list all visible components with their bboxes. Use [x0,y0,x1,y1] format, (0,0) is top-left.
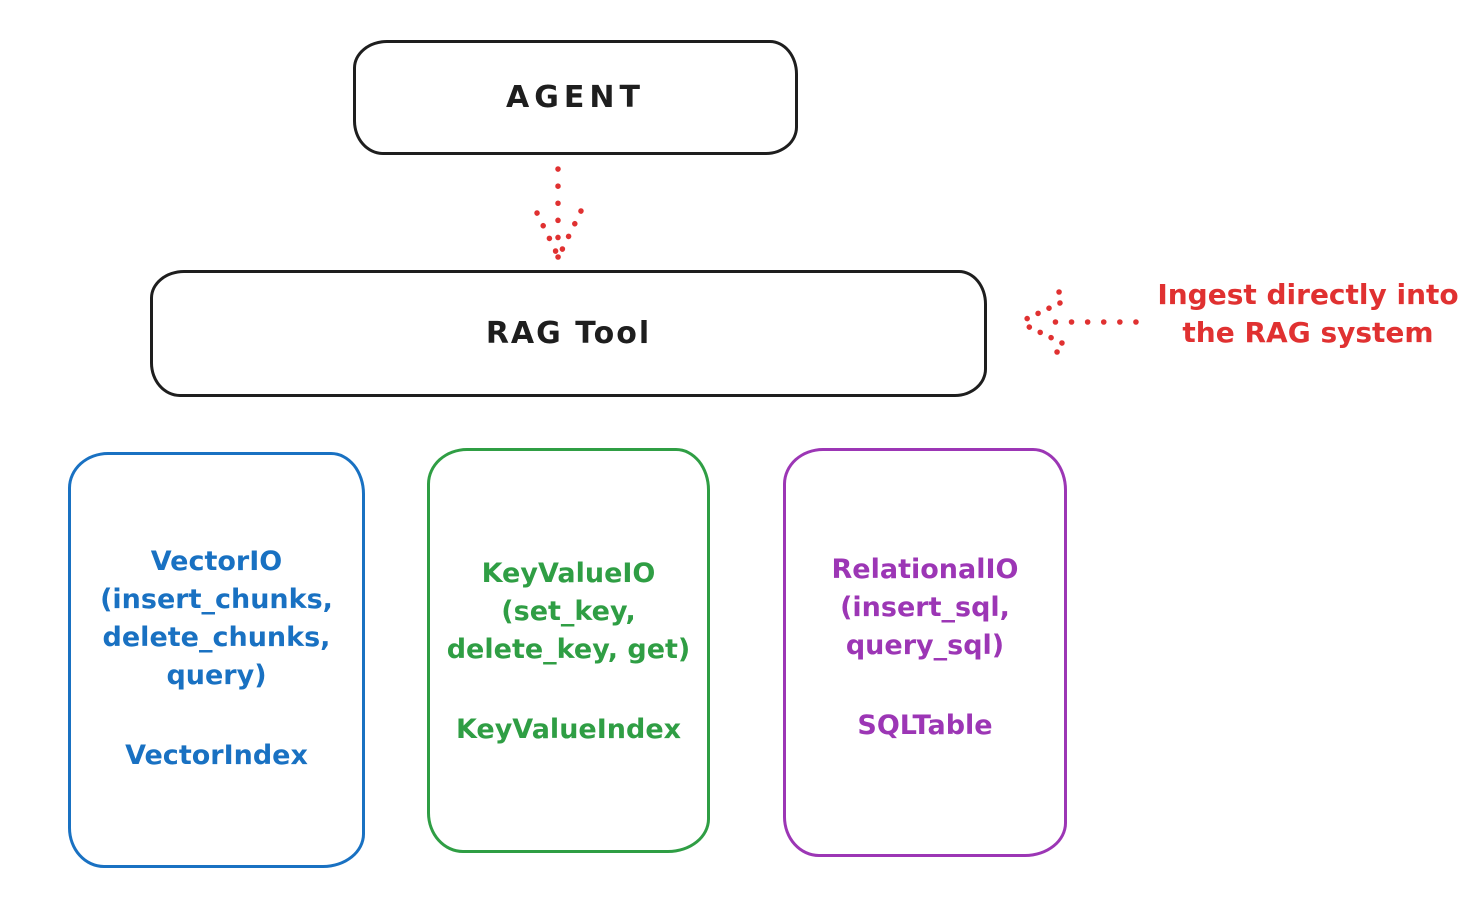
vector-index-label: VectorIndex [125,740,308,771]
vector-io-method-line: query) [166,660,267,691]
ingest-annotation-line1: Ingest directly into [1157,278,1459,311]
ingest-annotation: Ingest directly into the RAG system [1140,276,1476,352]
vector-io-text: VectorIO (insert_chunks, delete_chunks, … [71,543,362,695]
annotation-to-ragtool-dotted-arrow-icon [1019,289,1139,355]
keyvalue-io-title: KeyValueIO [481,558,656,589]
agent-box-label: AGENT [506,80,645,115]
relational-io-method-line: query_sql) [845,630,1005,661]
sql-table-label: SQLTable [857,710,993,741]
keyvalue-index-label: KeyValueIndex [455,714,682,745]
ingest-annotation-line2: the RAG system [1182,316,1434,349]
relational-io-title: RelationalIO [831,554,1019,585]
keyvalue-io-method-line: (set_key, [501,596,636,627]
vector-io-title: VectorIO [150,546,283,577]
relational-io-box: RelationalIO (insert_sql, query_sql) SQL… [783,448,1067,857]
vector-io-box: VectorIO (insert_chunks, delete_chunks, … [68,452,365,868]
agent-box: AGENT [353,40,798,155]
rag-tool-box-label: RAG Tool [485,316,652,351]
keyvalue-io-box: KeyValueIO (set_key, delete_key, get) Ke… [427,448,710,853]
vector-io-method-line: delete_chunks, [102,622,331,653]
agent-to-ragtool-dotted-arrow-icon [534,166,584,260]
vector-io-method-line: (insert_chunks, [100,584,333,615]
rag-tool-box: RAG Tool [150,270,987,397]
relational-io-method-line: (insert_sql, [840,592,1010,623]
keyvalue-io-text: KeyValueIO (set_key, delete_key, get) [430,555,707,669]
keyvalue-io-method-line: delete_key, get) [446,634,691,665]
relational-io-text: RelationalIO (insert_sql, query_sql) [786,551,1064,665]
